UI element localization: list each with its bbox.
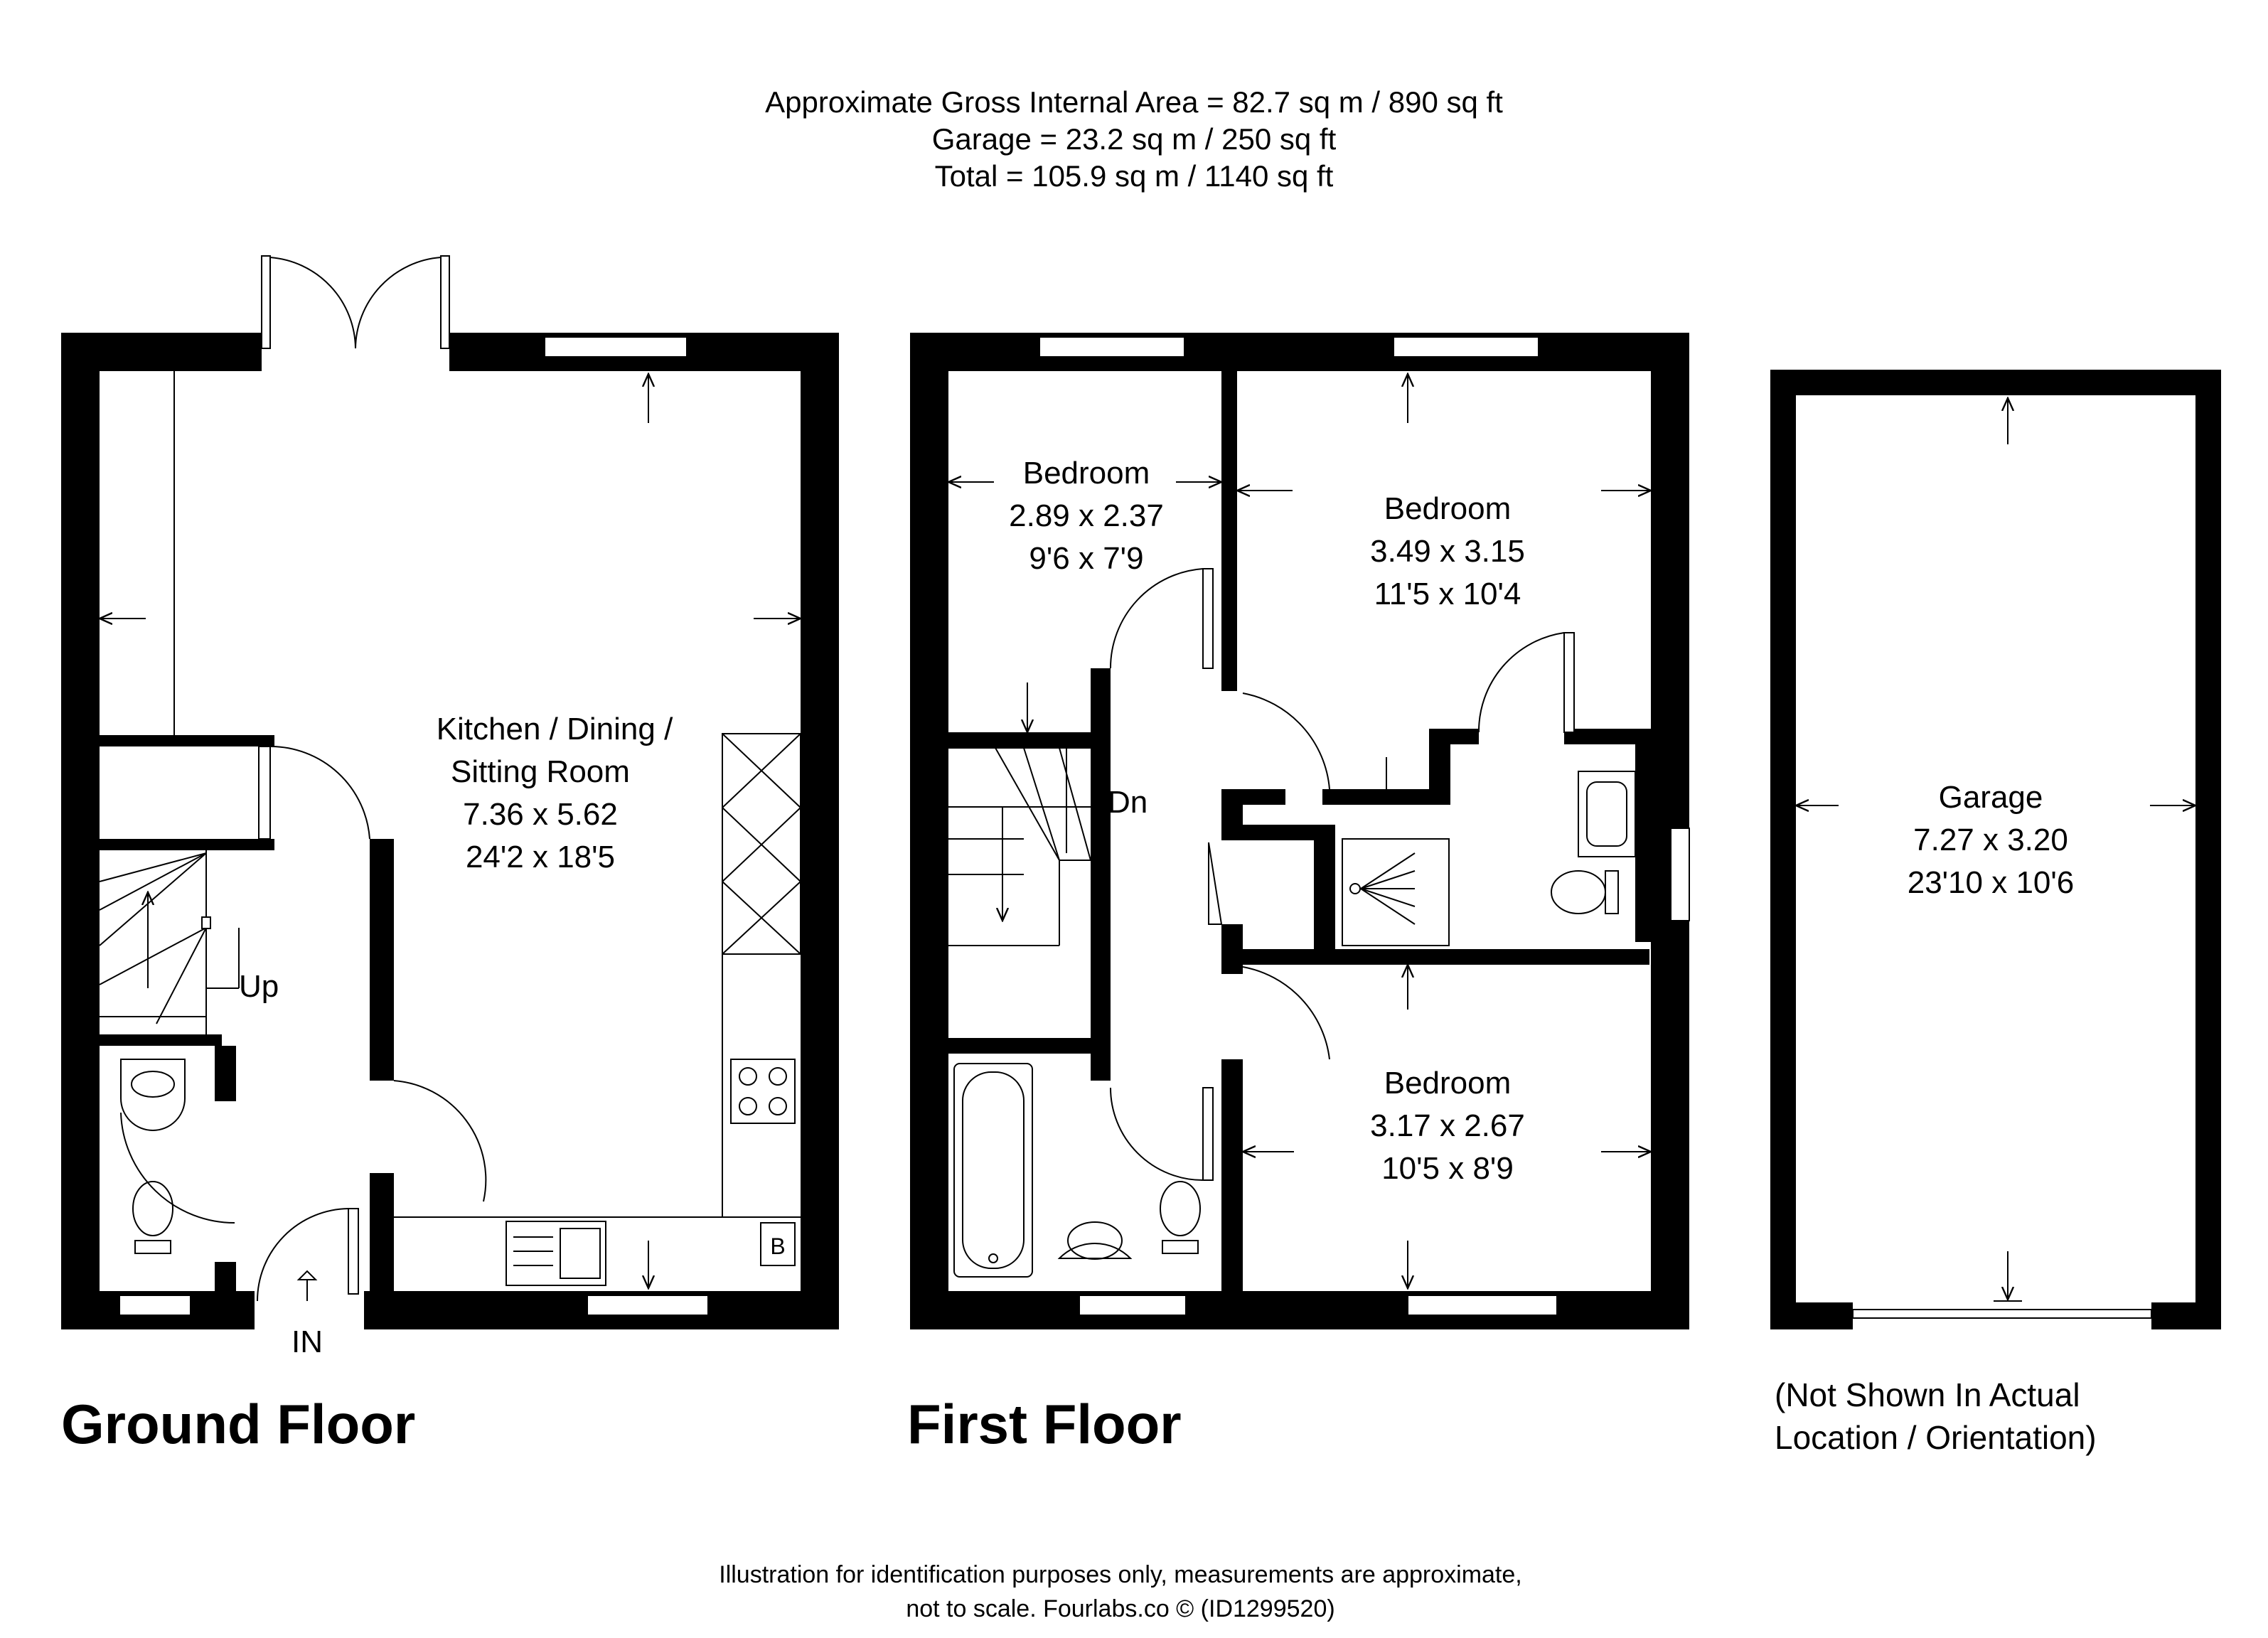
ff-ensuite <box>1342 771 1636 946</box>
gf-cupboard-wall <box>61 735 274 746</box>
disclaimer: Illustration for identification purposes… <box>719 1561 1522 1622</box>
ensuite-toilet-icon <box>1551 870 1606 914</box>
gf-wc-wall <box>61 1034 222 1046</box>
kitchen-imperial: 24'2 x 18'5 <box>466 840 615 874</box>
ff-toilet-icon <box>1160 1181 1201 1236</box>
bedroom-2-name: Bedroom <box>1384 491 1512 526</box>
bedroom-1-name: Bedroom <box>1023 456 1150 491</box>
ff-stairs <box>948 747 1106 946</box>
ff-wall-bed1-right <box>1221 371 1237 691</box>
gf-hall-wall <box>370 839 394 1081</box>
garage-wall-right <box>2195 370 2221 1329</box>
gf-stairs-label: Up <box>239 969 279 1004</box>
garage-wall-top <box>1770 370 2221 395</box>
bedroom-1-metric: 2.89 x 2.37 <box>1009 498 1164 533</box>
front-door <box>257 1208 359 1302</box>
kitchen-name-line-2: Sitting Room <box>451 754 630 789</box>
garage-door <box>1852 1309 2152 1319</box>
bedroom-1-imperial: 9'6 x 7'9 <box>1029 541 1143 576</box>
gf-stairs <box>99 850 240 1034</box>
area-line-2: Garage = 23.2 sq m / 250 sq ft <box>932 122 1337 156</box>
bedroom-2-imperial: 11'5 x 10'4 <box>1374 577 1521 611</box>
gf-wall-right <box>801 333 839 1329</box>
kitchen-units <box>394 733 801 1286</box>
disclaimer-line-2: not to scale. Fourlabs.co © (ID1299520) <box>906 1595 1334 1622</box>
first-floor-plan: Dn <box>907 333 1690 1455</box>
garage-plan: Garage 7.27 x 3.20 23'10 x 10'6 (Not Sho… <box>1770 370 2221 1456</box>
area-line-1: Approximate Gross Internal Area = 82.7 s… <box>765 85 1503 119</box>
bath-icon <box>953 1063 1033 1278</box>
bedroom-2-metric: 3.49 x 3.15 <box>1370 534 1525 569</box>
kitchen-metric: 7.36 x 5.62 <box>463 797 618 832</box>
area-summary: Approximate Gross Internal Area = 82.7 s… <box>765 85 1503 193</box>
sink-icon <box>506 1221 606 1286</box>
boiler-label: B <box>770 1233 785 1259</box>
ff-wall-top <box>910 333 1689 371</box>
ff-bathroom <box>953 1063 1201 1278</box>
bedroom-3-name: Bedroom <box>1384 1066 1512 1101</box>
gf-entrance-label: IN <box>291 1324 323 1359</box>
gf-window-top <box>544 336 688 358</box>
ff-wall-left <box>910 333 948 1329</box>
garage-wall-left <box>1770 370 1796 1329</box>
garage-note-line-2: Location / Orientation) <box>1775 1419 2097 1456</box>
first-floor-title: First Floor <box>907 1393 1182 1455</box>
garage-name: Garage <box>1939 780 2043 815</box>
shower-icon <box>1342 838 1450 946</box>
kitchen-name-line-1: Kitchen / Dining / <box>437 712 673 746</box>
patio-doors <box>261 255 450 349</box>
bedroom-3-imperial: 10'5 x 8'9 <box>1381 1151 1514 1186</box>
bedroom-3-metric: 3.17 x 2.67 <box>1370 1108 1525 1143</box>
garage-metric: 7.27 x 3.20 <box>1913 823 2068 857</box>
hob-icon <box>730 1059 796 1124</box>
boiler-icon <box>760 1222 796 1266</box>
gf-wall-left <box>61 333 100 1329</box>
gf-wc-basin-icon <box>120 1059 186 1131</box>
ground-floor-plan: Up IN <box>61 255 839 1455</box>
area-line-3: Total = 105.9 sq m / 1140 sq ft <box>935 159 1334 193</box>
gf-window-bottom <box>587 1295 709 1316</box>
ensuite-basin-icon <box>1578 771 1636 857</box>
garage-imperial: 23'10 x 10'6 <box>1908 865 2075 900</box>
ff-wall-bottom <box>910 1291 1689 1329</box>
ff-landing-wall <box>1091 668 1111 1074</box>
ff-basin-icon <box>1057 1242 1133 1259</box>
gf-wc-toilet-icon <box>132 1181 173 1236</box>
disclaimer-line-1: Illustration for identification purposes… <box>719 1561 1522 1588</box>
ff-stairs-label: Dn <box>1108 785 1148 820</box>
garage-note-line-1: (Not Shown In Actual <box>1775 1376 2080 1413</box>
ground-floor-title: Ground Floor <box>61 1393 415 1455</box>
